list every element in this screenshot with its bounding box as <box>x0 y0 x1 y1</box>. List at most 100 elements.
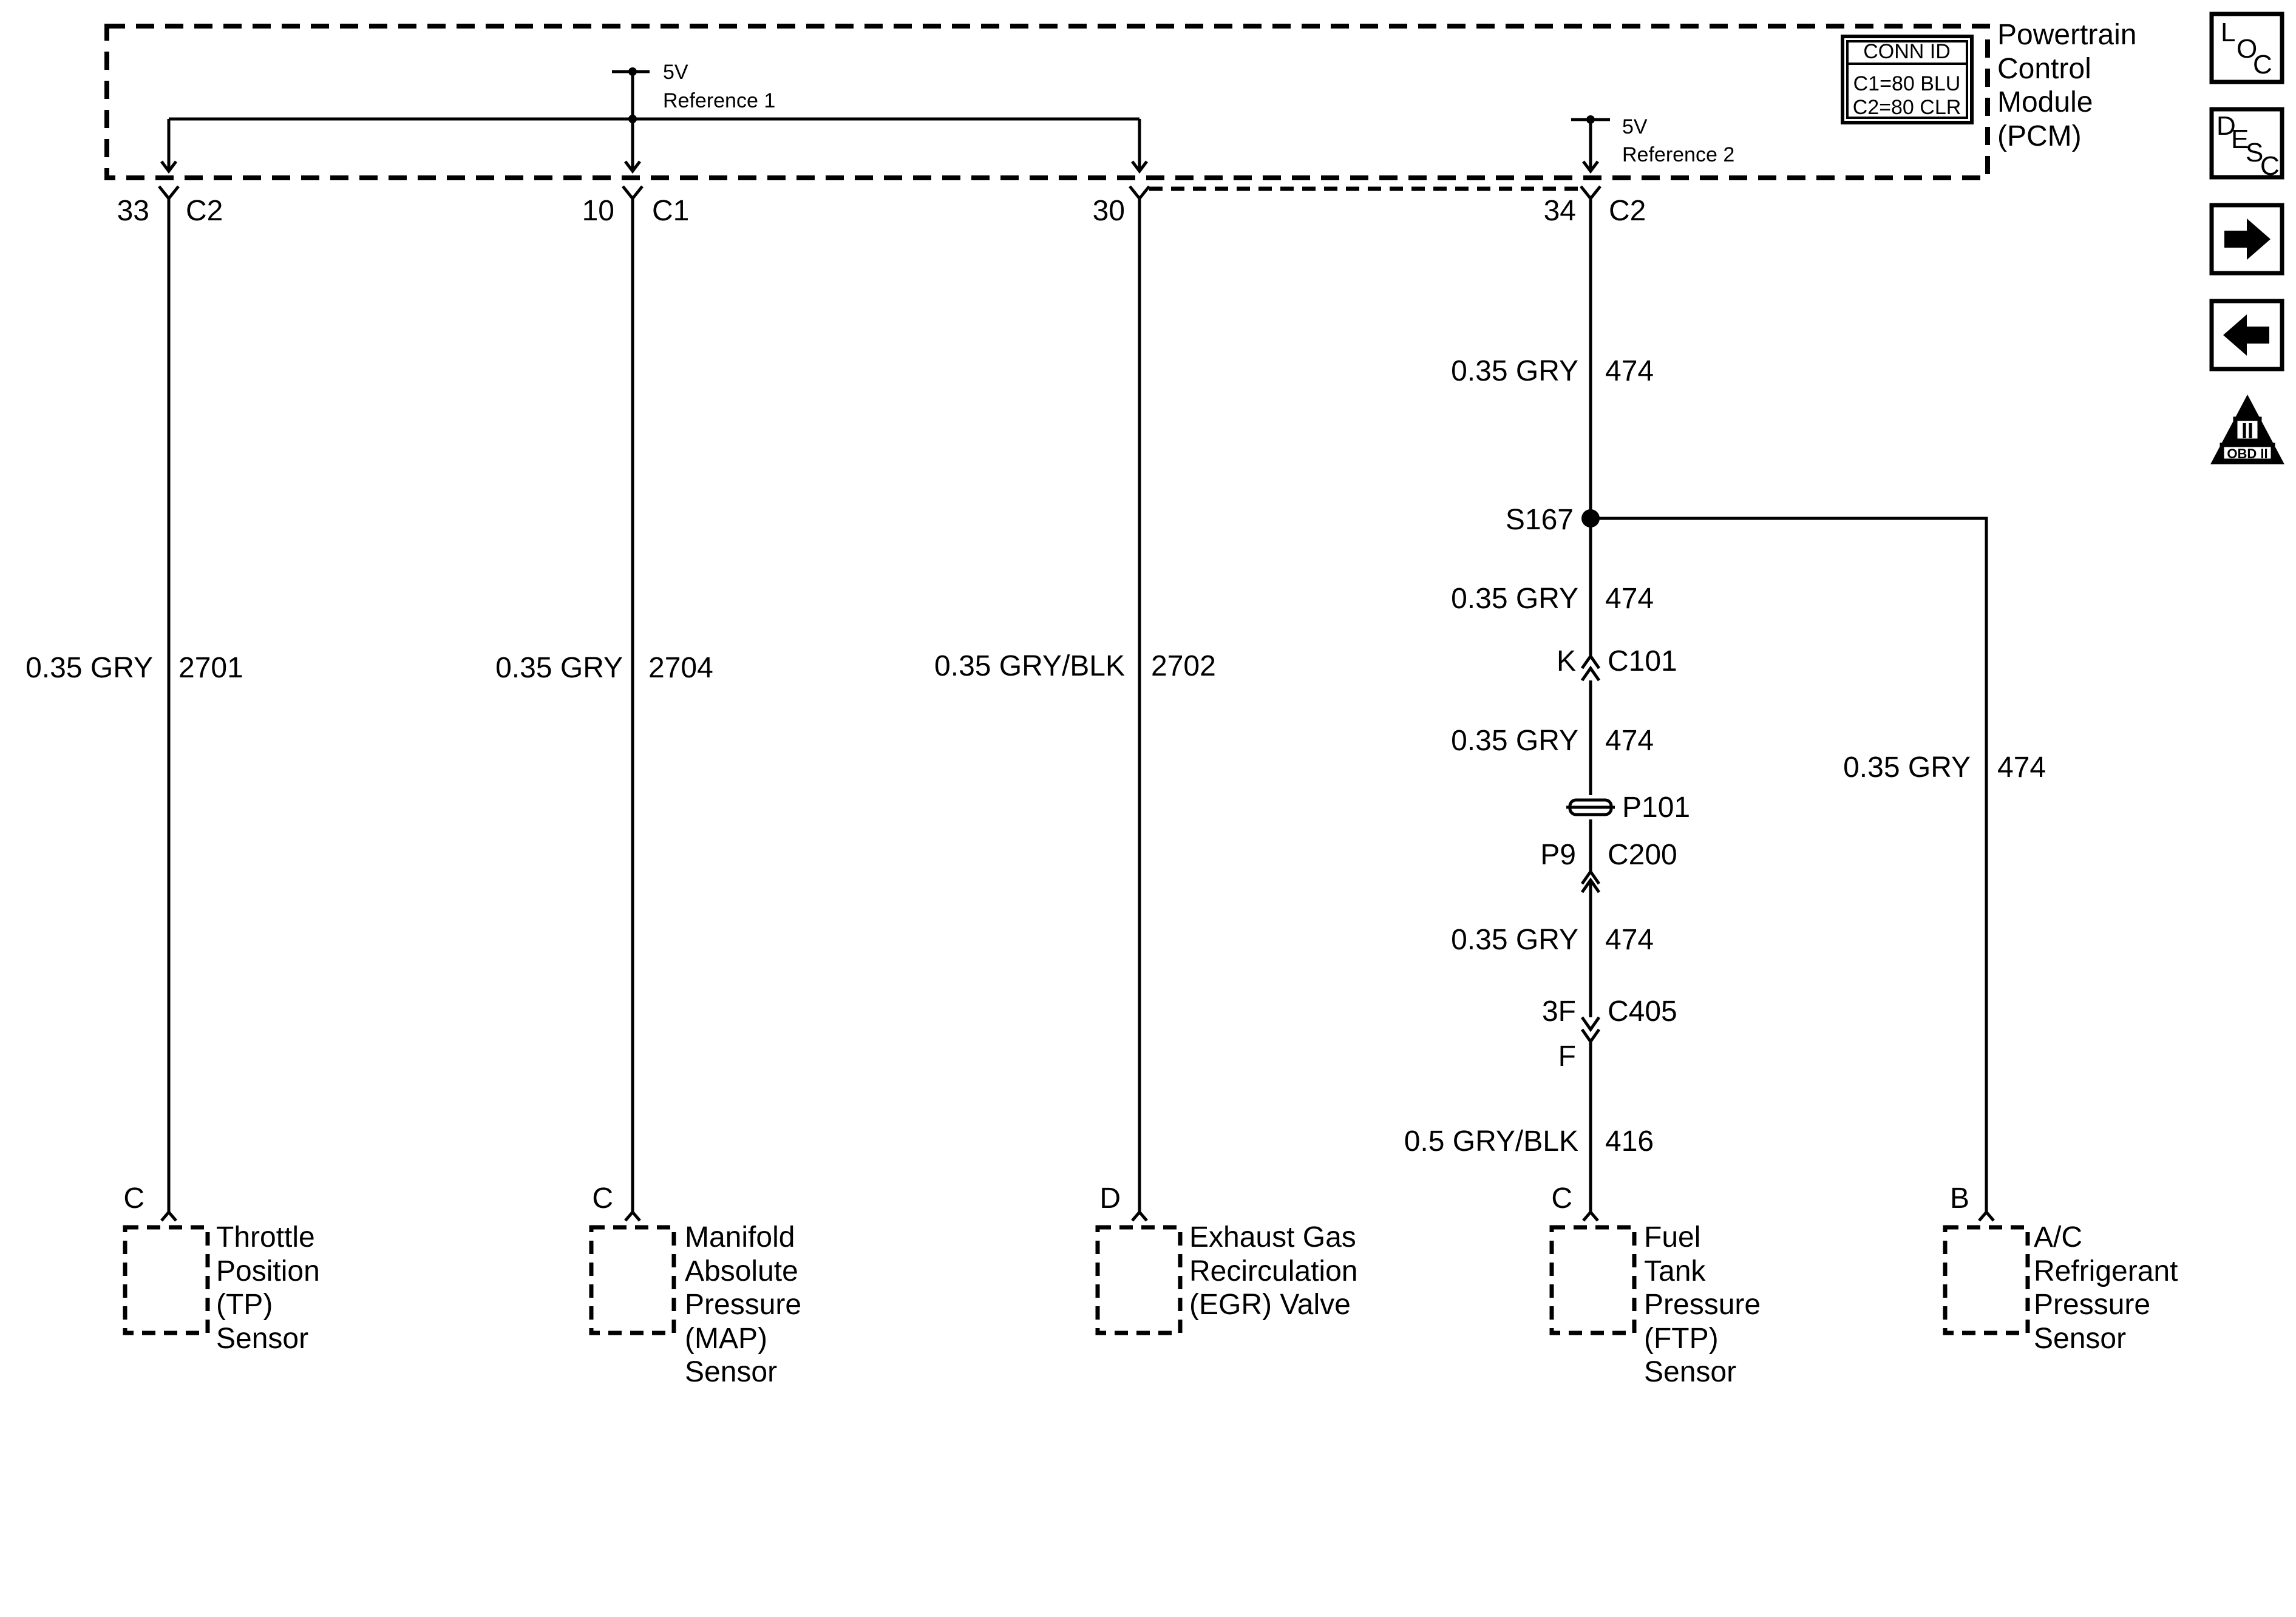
p101-id: P101 <box>1622 792 1690 824</box>
sensor-map: C Manifold Absolute Pressure (MAP) Senso… <box>589 1182 801 1388</box>
desc-char-e: E <box>2231 124 2249 154</box>
pin-map-number: 10 <box>582 195 614 227</box>
arrow-right-icon <box>2224 219 2271 260</box>
sensor-tp-line-4: Sensor <box>216 1323 308 1355</box>
sensor-egr-box <box>1095 1225 1183 1335</box>
wire-ac-gauge: 0.35 GRY <box>1843 751 1971 784</box>
sensor-map-pin: C <box>592 1182 613 1215</box>
pin-ftp: 34 C2 <box>1544 185 1646 227</box>
splice-s167: S167 <box>1506 504 1600 536</box>
sensor-ac-line-2: Refrigerant <box>2034 1255 2178 1287</box>
sensor-ac-line-1: A/C <box>2034 1221 2082 1253</box>
wire-ftp-2-gauge: 0.35 GRY <box>1451 583 1578 615</box>
sensor-tp-line-3: (TP) <box>216 1289 273 1321</box>
pcm-name-line-2: Control <box>1997 53 2091 85</box>
sensor-egr: D Exhaust Gas Recirculation (EGR) Valve <box>1095 1182 1357 1335</box>
wire-ac <box>1591 517 1988 1215</box>
sensor-egr-line-2: Recirculation <box>1189 1255 1357 1287</box>
conn-id-line-2: C2=80 CLR <box>1853 96 1961 119</box>
sensor-ftp-line-2: Tank <box>1644 1255 1706 1287</box>
next-button[interactable] <box>2209 203 2284 276</box>
sensor-map-line-4: (MAP) <box>685 1323 767 1355</box>
obd-roman: II <box>2241 418 2254 443</box>
sensor-map-line-5: Sensor <box>685 1356 777 1388</box>
pin-ftp-number: 34 <box>1544 195 1576 227</box>
wire-egr-circuit: 2702 <box>1151 650 1216 682</box>
wire-tp-circuit: 2701 <box>178 652 243 684</box>
pin-tp-conn: C2 <box>186 195 223 227</box>
ref2-label: Reference 2 <box>1622 143 1734 166</box>
desc-char-d: D <box>2216 111 2236 141</box>
wires <box>167 198 1988 1215</box>
loc-char-c: C <box>2253 50 2272 80</box>
c405-pin: 3F <box>1542 995 1576 1028</box>
sensor-ftp-pin: C <box>1551 1182 1572 1215</box>
loc-char-o: O <box>2237 34 2257 64</box>
desc-char-c: C <box>2260 151 2280 181</box>
connector-c101: K C101 <box>1557 645 1677 682</box>
sensor-map-line-1: Manifold <box>685 1221 795 1253</box>
pcm-name-line-3: Module <box>1997 86 2093 118</box>
sensor-ftp-box <box>1549 1225 1637 1335</box>
sensor-egr-pin: D <box>1099 1182 1121 1215</box>
pin-map-conn: C1 <box>652 195 689 227</box>
ref1-voltage: 5V <box>663 61 688 84</box>
pin-map: 10 C1 <box>582 185 689 227</box>
c405-id: C405 <box>1608 995 1677 1028</box>
nav-panel: L O C D E S C II OBD II <box>2209 12 2284 464</box>
loc-char-l: L <box>2221 18 2235 47</box>
sensor-ftp-line-1: Fuel <box>1644 1221 1700 1253</box>
sensor-tp-pin: C <box>123 1182 144 1215</box>
wire-ftp-3-gauge: 0.35 GRY <box>1451 725 1578 757</box>
sensor-map-line-3: Pressure <box>685 1289 801 1321</box>
wire-ftp-4-circuit: 474 <box>1605 924 1654 956</box>
desc-button[interactable]: D E S C <box>2209 107 2284 181</box>
arrow-left-icon <box>2223 314 2269 356</box>
sensor-map-line-2: Absolute <box>685 1255 798 1287</box>
pcm-module: CONN ID C1=80 BLU C2=80 CLR Powertrain C… <box>104 19 2136 191</box>
wire-ftp-2-circuit: 474 <box>1605 583 1654 615</box>
desc-char-s: S <box>2246 138 2263 168</box>
prev-button[interactable] <box>2209 299 2284 371</box>
sensor-ftp: C Fuel Tank Pressure (FTP) Sensor <box>1549 1182 1761 1388</box>
c405-pin-below: F <box>1558 1040 1576 1073</box>
pcm-name-line-1: Powertrain <box>1997 19 2136 51</box>
c200-id: C200 <box>1608 839 1677 871</box>
conn-id-box: CONN ID C1=80 BLU C2=80 CLR <box>1841 35 1974 124</box>
sensor-ac-box <box>1943 1225 2030 1335</box>
c101-pin: K <box>1557 645 1576 677</box>
sensor-map-box <box>589 1225 676 1335</box>
pin-egr-number: 30 <box>1093 195 1125 227</box>
sensor-ac: B A/C Refrigerant Pressure Sensor <box>1943 1182 2178 1355</box>
sensor-ac-line-3: Pressure <box>2034 1289 2150 1321</box>
pin-ftp-conn: C2 <box>1609 195 1646 227</box>
splice-label: S167 <box>1506 504 1574 536</box>
sensor-egr-line-3: (EGR) Valve <box>1189 1289 1351 1321</box>
c200-pin: P9 <box>1540 839 1576 871</box>
wire-ftp-5-circuit: 416 <box>1605 1125 1654 1158</box>
reference-1: 5V Reference 1 <box>160 61 1148 174</box>
wire-ftp-4-gauge: 0.35 GRY <box>1451 924 1578 956</box>
wire-map-gauge: 0.35 GRY <box>495 652 623 684</box>
connector-c200: P9 C200 <box>1540 839 1677 893</box>
ref1-label: Reference 1 <box>663 89 775 112</box>
sensor-ac-line-4: Sensor <box>2034 1323 2126 1355</box>
ref2-voltage: 5V <box>1622 115 1648 138</box>
wire-egr-gauge: 0.35 GRY/BLK <box>934 650 1125 682</box>
sensor-ftp-line-4: (FTP) <box>1644 1323 1719 1355</box>
loc-button[interactable]: L O C <box>2209 12 2284 84</box>
obd-ii-icon[interactable]: II OBD II <box>2210 395 2284 464</box>
wire-labels: 0.35 GRY 2701 0.35 GRY 2704 0.35 GRY/BLK… <box>25 355 2046 1158</box>
pcm-boundary <box>104 24 1990 180</box>
pcm-name-line-4: (PCM) <box>1997 120 2082 152</box>
sensor-ac-pin: B <box>1950 1182 1969 1215</box>
obd-label: OBD II <box>2227 446 2267 461</box>
connector-p101: P101 <box>1566 792 1690 824</box>
c101-id: C101 <box>1608 645 1677 677</box>
wire-ftp-1-circuit: 474 <box>1605 355 1654 387</box>
wire-ftp-5-gauge: 0.5 GRY/BLK <box>1404 1125 1578 1158</box>
pin-tp-number: 33 <box>117 195 149 227</box>
sensor-egr-line-1: Exhaust Gas <box>1189 1221 1356 1253</box>
sensor-ftp-line-3: Pressure <box>1644 1289 1761 1321</box>
